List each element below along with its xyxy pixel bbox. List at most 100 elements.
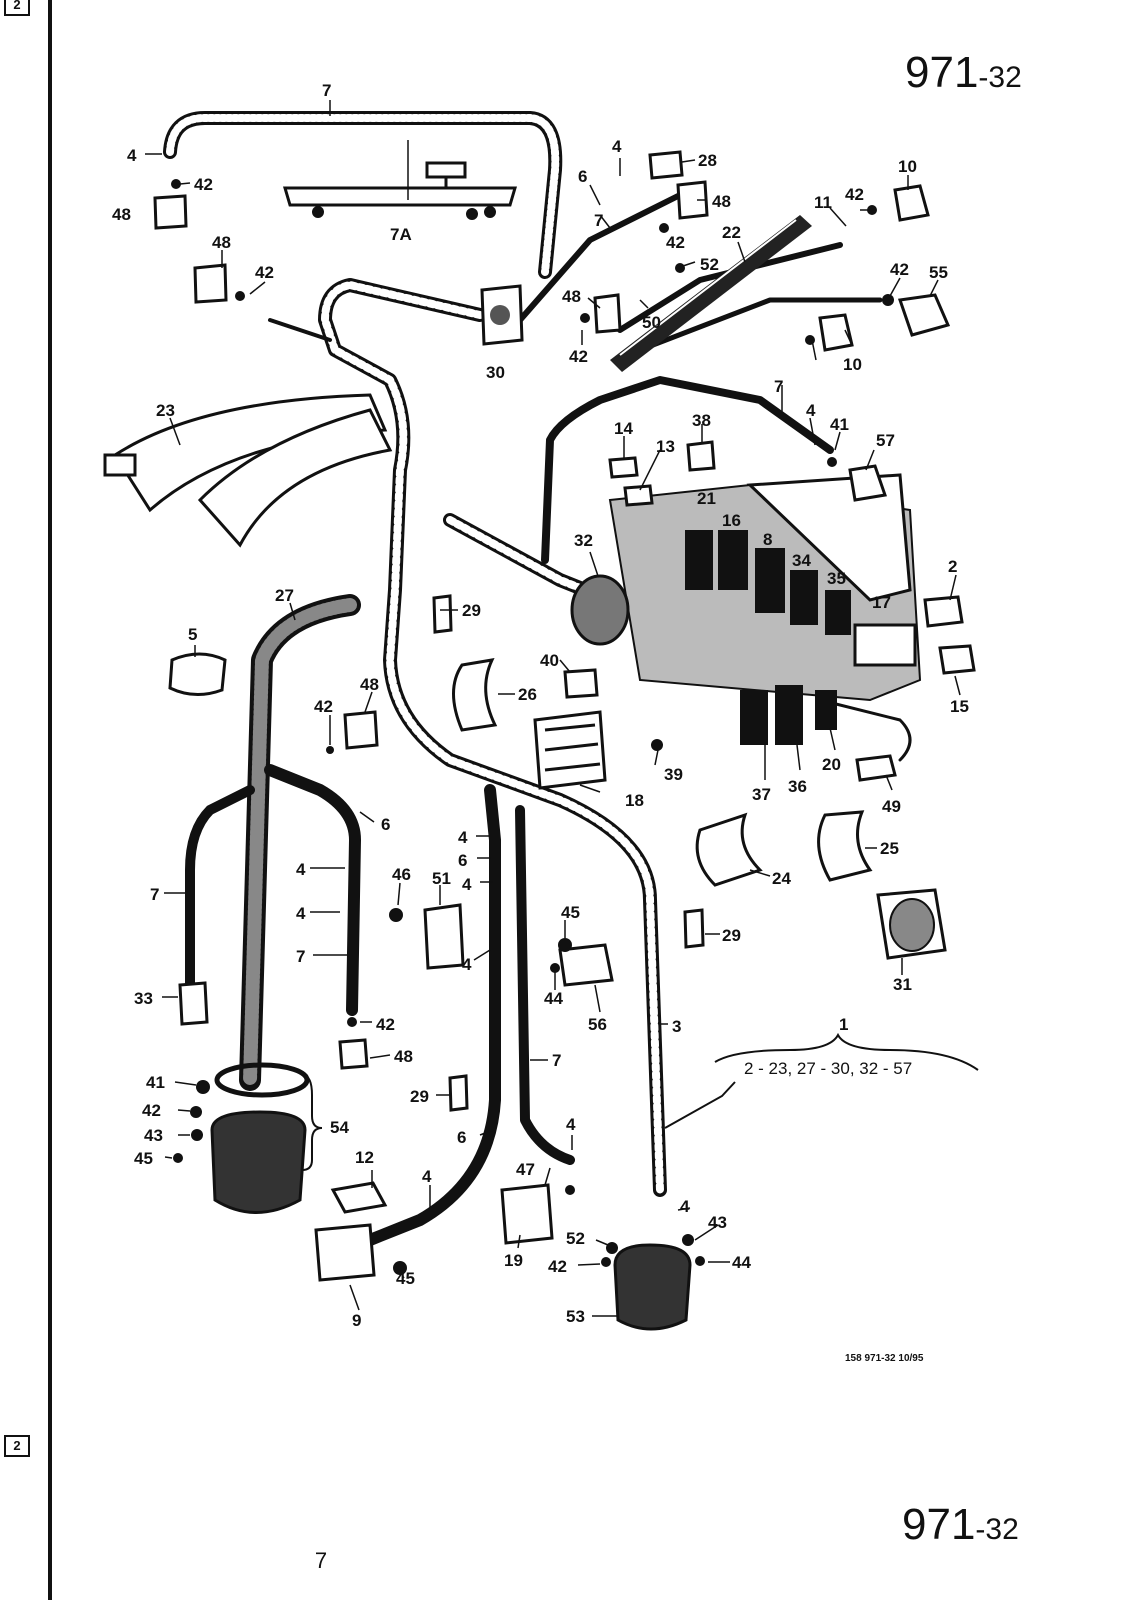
callout-4: 4 (296, 904, 306, 923)
callout-44: 44 (544, 989, 563, 1008)
callout-9: 9 (352, 1311, 361, 1330)
callout-31: 31 (893, 975, 912, 994)
callout-41: 41 (146, 1073, 165, 1092)
callout-35: 35 (827, 569, 846, 588)
harness-branch-7-right (515, 805, 575, 1165)
callout-19: 19 (504, 1251, 523, 1270)
callout-7a: 7A (390, 225, 412, 244)
wire-to-49 (818, 698, 912, 762)
callout-44: 44 (732, 1253, 751, 1272)
callout-29: 29 (462, 601, 481, 620)
air-duct-23 (103, 393, 393, 548)
callout-14: 14 (614, 419, 633, 438)
callout-57: 57 (876, 431, 895, 450)
callout-45: 45 (396, 1269, 415, 1288)
wire-to-bulb-socket (268, 318, 332, 342)
callout-6: 6 (578, 167, 587, 186)
callout-4: 4 (127, 146, 137, 165)
callout-48: 48 (360, 675, 379, 694)
callout-4: 4 (566, 1115, 576, 1134)
assembly-bracket (664, 1032, 979, 1129)
callout-11: 11 (814, 193, 832, 212)
callout-25: 25 (880, 839, 899, 858)
callout-6: 6 (458, 851, 467, 870)
callout-48: 48 (562, 287, 581, 306)
callout-7: 7 (594, 211, 603, 230)
callout-43: 43 (708, 1213, 727, 1232)
callout-48: 48 (712, 192, 731, 211)
binding-edge (48, 0, 52, 1600)
cable-duct-22 (610, 215, 812, 372)
callout-3: 3 (672, 1017, 681, 1036)
callout-7: 7 (296, 947, 305, 966)
callout-53: 53 (566, 1307, 585, 1326)
callout-32: 32 (574, 531, 593, 550)
callout-7: 7 (552, 1051, 561, 1070)
callout-42: 42 (548, 1257, 567, 1276)
callout-15: 15 (950, 697, 969, 716)
callout-4: 4 (458, 828, 468, 847)
callout-4: 4 (612, 137, 622, 156)
callout-48: 48 (394, 1047, 413, 1066)
callout-38: 38 (692, 411, 711, 430)
seals (171, 179, 894, 1275)
callout-42: 42 (142, 1101, 161, 1120)
callout-42: 42 (314, 697, 333, 716)
callout-12: 12 (355, 1148, 374, 1167)
callout-45: 45 (134, 1149, 153, 1168)
callout-50: 50 (642, 313, 661, 332)
callout-10: 10 (898, 157, 917, 176)
callout-48: 48 (112, 205, 131, 224)
callout-43: 43 (144, 1126, 163, 1145)
connector-housing-30 (480, 284, 524, 346)
callout-42: 42 (376, 1015, 395, 1034)
callout-8: 8 (763, 530, 772, 549)
callout-10: 10 (843, 355, 862, 374)
callout-4: 4 (806, 401, 816, 420)
clips (168, 652, 873, 1214)
harness-branch-center (364, 784, 501, 1246)
callout-55: 55 (929, 263, 948, 282)
callout-5: 5 (188, 625, 197, 644)
callout-26: 26 (518, 685, 537, 704)
callout-40: 40 (540, 651, 559, 670)
harness-right-bundle (617, 242, 843, 333)
connector-block-18 (533, 710, 607, 790)
connectors (153, 150, 976, 1282)
callout-4: 4 (680, 1197, 690, 1216)
callout-42: 42 (194, 175, 213, 194)
callout-36: 36 (788, 777, 807, 796)
binding-margin: 2 2 (0, 0, 52, 1600)
part-callouts: 7 4 42 48 7A 6 28 48 7 42 4 52 10 11 42 … (112, 81, 969, 1330)
callout-29: 29 (410, 1087, 429, 1106)
harness-right-branch (541, 376, 834, 564)
callout-21: 21 (697, 489, 716, 508)
callout-7: 7 (774, 377, 783, 396)
callout-23: 23 (156, 401, 175, 420)
callout-42: 42 (666, 233, 685, 252)
callout-47: 47 (516, 1160, 535, 1179)
harness-cables (163, 111, 912, 1246)
assembly-range: 2 - 23, 27 - 30, 32 - 57 (744, 1059, 912, 1078)
callout-4: 4 (462, 955, 472, 974)
callout-4: 4 (462, 875, 472, 894)
callout-56: 56 (588, 1015, 607, 1034)
callout-37: 37 (752, 785, 771, 804)
leader-lines (145, 100, 961, 1317)
callout-42: 42 (845, 185, 864, 204)
bottom-page-number: 7 (314, 1548, 328, 1573)
callout-51: 51 (432, 869, 451, 888)
binding-tab-bottom: 2 (4, 1435, 30, 1457)
callout-42: 42 (890, 260, 909, 279)
lamp-socket-53 (613, 1243, 692, 1331)
callout-6: 6 (381, 815, 390, 834)
callout-13: 13 (656, 437, 675, 456)
page-title-number: 971 (905, 48, 979, 97)
callout-34: 34 (792, 551, 811, 570)
callout-42: 42 (255, 263, 274, 282)
lamp-socket-54 (210, 1062, 310, 1214)
round-connector-31 (876, 888, 947, 960)
callout-33: 33 (134, 989, 153, 1008)
